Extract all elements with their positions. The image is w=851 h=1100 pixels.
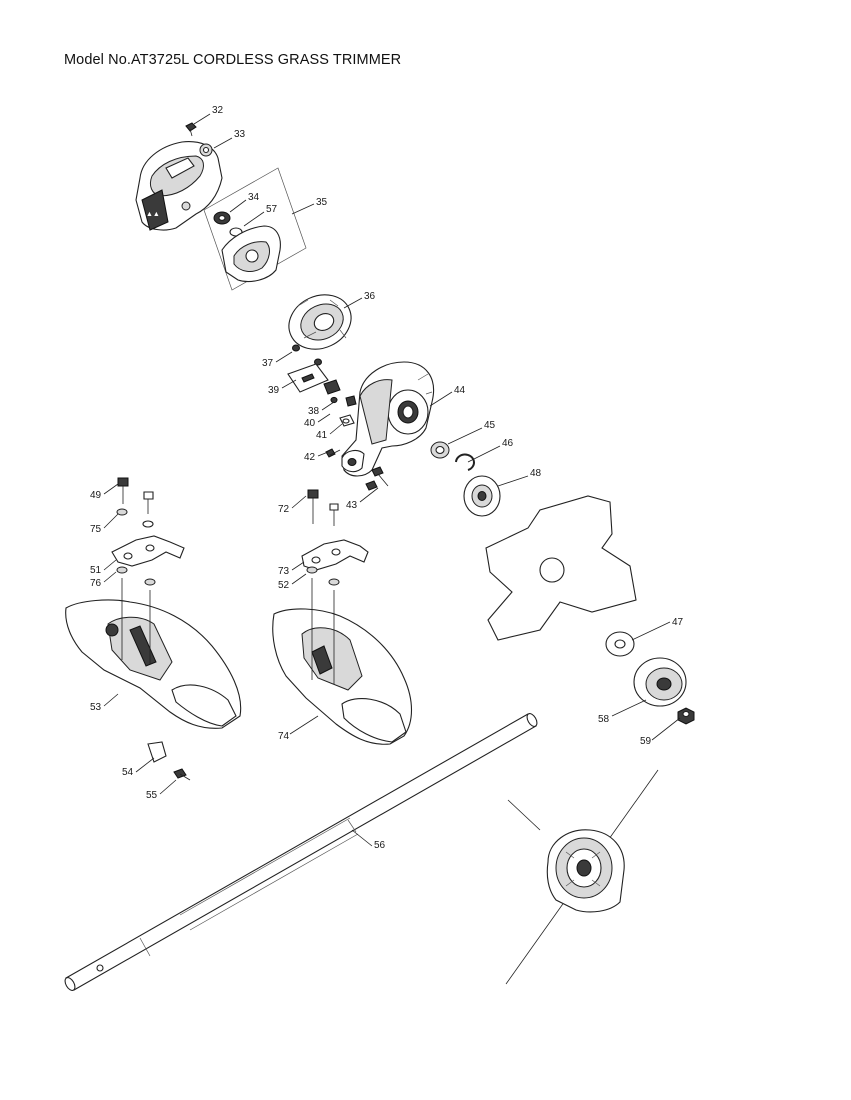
part-75-washers — [116, 508, 154, 528]
part-56-shaft-pipe — [64, 713, 538, 991]
part-51-clamp — [111, 535, 185, 567]
callout-45: 45 — [484, 420, 496, 431]
part-44-gear-housing — [341, 361, 434, 477]
callout-34: 34 — [248, 192, 260, 203]
blade-4-tooth — [485, 495, 637, 641]
part-76-nuts — [116, 566, 156, 586]
callout-49: 49 — [90, 490, 102, 501]
part-35-bracket — [221, 225, 281, 283]
callout-41: 41 — [316, 430, 328, 441]
callout-74: 74 — [278, 731, 290, 742]
callout-72: 72 — [278, 504, 290, 515]
part-48-receive-washer — [463, 475, 501, 517]
part-74-guard — [272, 578, 413, 745]
callout-58: 58 — [598, 714, 610, 725]
callout-73: 73 — [278, 566, 290, 577]
part-72-bolts — [307, 489, 339, 526]
part-42-screw — [325, 448, 341, 458]
callout-35: 35 — [316, 197, 328, 208]
part-52-nuts — [306, 566, 340, 586]
callout-53: 53 — [90, 702, 102, 713]
nylon-cutting-head — [505, 769, 659, 985]
part-38-40-41-screws-washers — [323, 379, 357, 427]
callout-33: 33 — [234, 129, 246, 140]
callout-52: 52 — [278, 580, 290, 591]
callout-43: 43 — [346, 500, 358, 511]
callout-labels: 32 33 34 57 35 36 37 39 38 40 41 42 43 4… — [90, 105, 684, 851]
svg-text:▲▲: ▲▲ — [146, 211, 160, 218]
part-59-lock-nut — [677, 707, 695, 725]
part-43-screws — [365, 466, 389, 491]
callout-39: 39 — [268, 385, 280, 396]
part-55-screw — [173, 768, 191, 781]
callout-59: 59 — [640, 736, 652, 747]
callout-54: 54 — [122, 767, 134, 778]
part-73-clamp — [301, 539, 369, 571]
part-47-washer — [605, 631, 635, 657]
part-45-washer — [430, 441, 450, 459]
part-46-retaining-ring — [455, 453, 475, 471]
part-37-screw — [292, 344, 322, 366]
leader-lines — [103, 113, 681, 847]
callout-47: 47 — [672, 617, 684, 628]
callout-56: 56 — [374, 840, 386, 851]
callout-57: 57 — [266, 204, 278, 215]
callout-51: 51 — [90, 565, 102, 576]
part-34-bearing — [213, 211, 231, 225]
callout-75: 75 — [90, 524, 102, 535]
part-39-plate — [287, 363, 329, 393]
part-32-screw — [185, 122, 197, 137]
callout-38: 38 — [308, 406, 320, 417]
callout-32: 32 — [212, 105, 224, 116]
part-53-guard — [65, 578, 242, 729]
callout-76: 76 — [90, 578, 102, 589]
callout-46: 46 — [502, 438, 514, 449]
part-33-motor-cover: ▲▲ — [135, 141, 223, 231]
part-58-blade-cover — [633, 657, 687, 707]
callout-55: 55 — [146, 790, 158, 801]
callout-48: 48 — [530, 468, 542, 479]
callout-37: 37 — [262, 358, 274, 369]
part-54-plate — [147, 741, 167, 763]
part-49-bolts — [117, 477, 154, 514]
part-36-gear-cover — [288, 294, 352, 350]
callout-42: 42 — [304, 452, 316, 463]
page-title: Model No.AT3725L CORDLESS GRASS TRIMMER — [64, 52, 402, 68]
callout-36: 36 — [364, 291, 376, 302]
callout-44: 44 — [454, 385, 466, 396]
callout-40: 40 — [304, 418, 316, 429]
part-35-bracket-assembly-box — [203, 167, 307, 291]
